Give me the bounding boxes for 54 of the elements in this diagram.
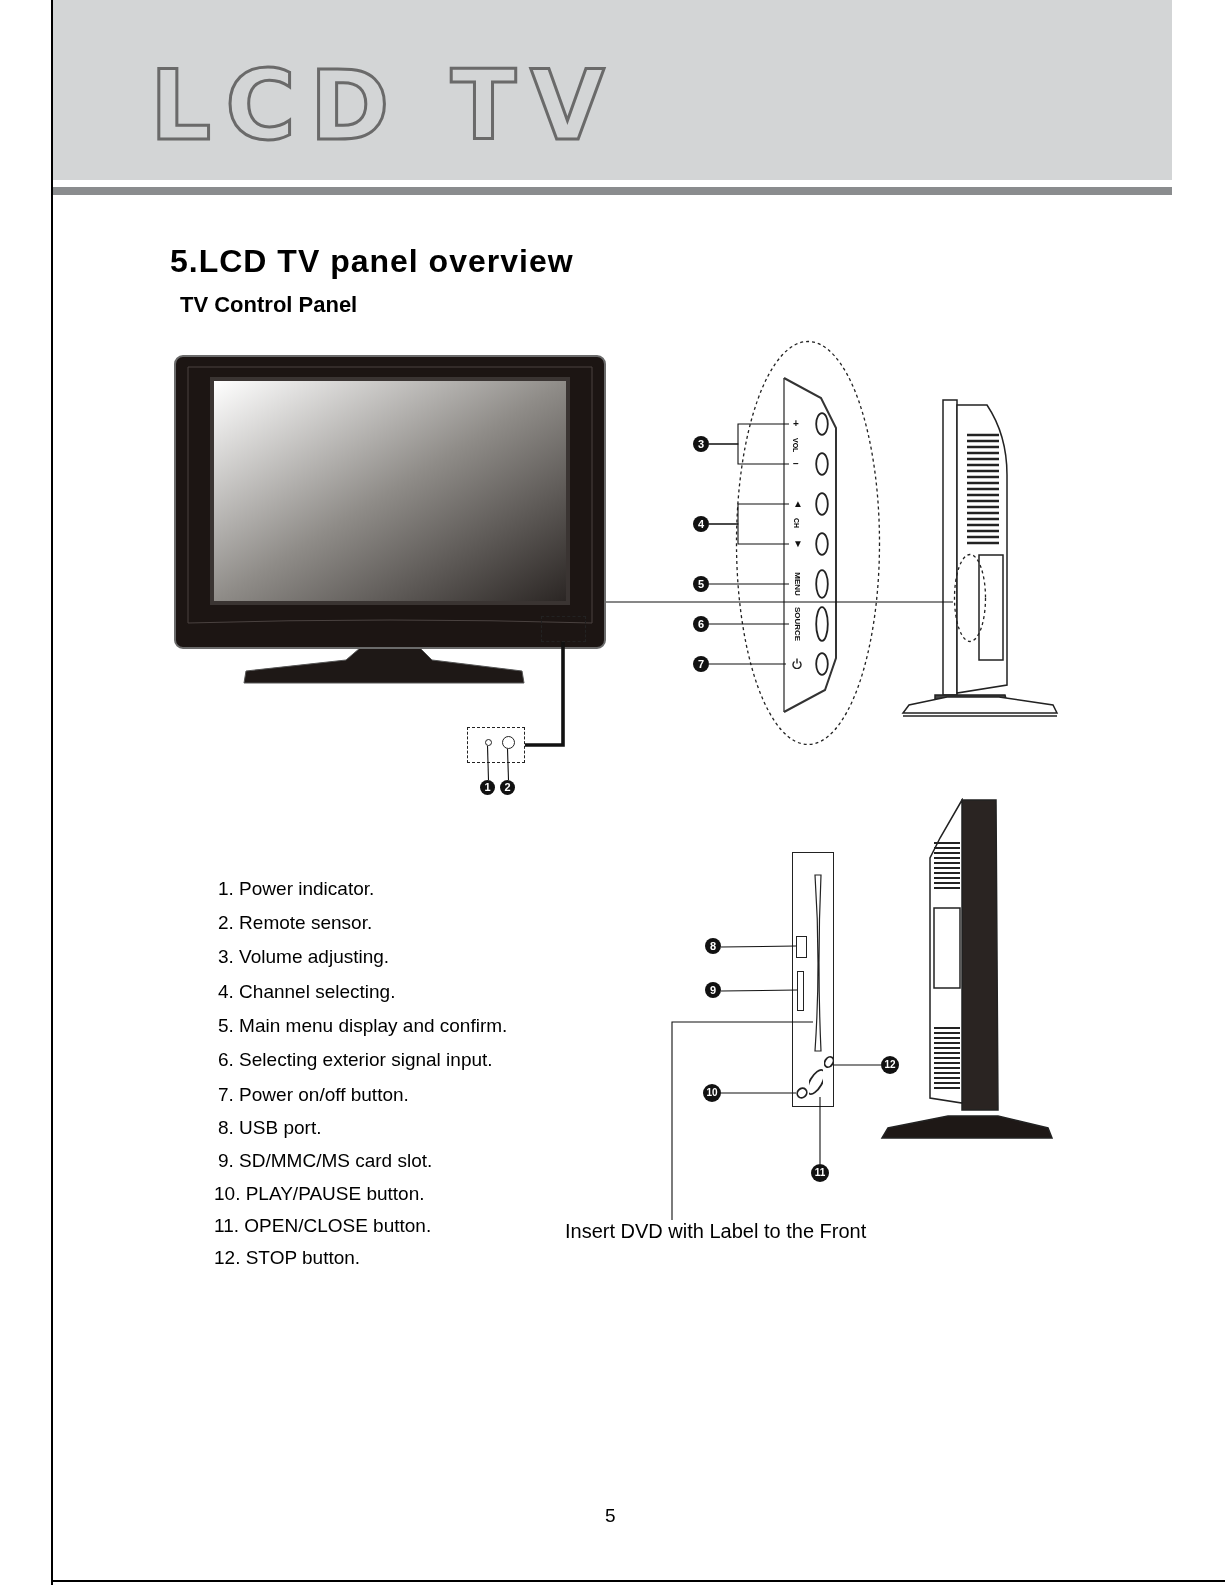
callout-number: 2 (500, 780, 515, 795)
leader-line (671, 1021, 814, 1221)
list-item: 12. STOP button. (214, 1247, 361, 1269)
callout-number: 8 (705, 938, 721, 954)
leader-line (708, 443, 790, 465)
button-marking: + (793, 419, 799, 429)
list-item: 5. Main menu display and confirm. (218, 1015, 508, 1037)
callout-number: 10 (703, 1084, 721, 1102)
list-item: 3. Volume adjusting. (218, 946, 390, 968)
callout-number: 3 (693, 436, 709, 452)
list-item: 7. Power on/off button. (218, 1084, 409, 1106)
callout-number: 4 (693, 516, 709, 532)
callout-number: 5 (693, 576, 709, 592)
leader-line (720, 945, 797, 948)
button-marking: − (793, 459, 799, 469)
usb-port (796, 936, 807, 958)
dvd-side-panel (792, 852, 834, 1107)
button-marking: ▲ (793, 499, 803, 509)
leader-line (720, 1092, 797, 1094)
list-item: 8. USB port. (218, 1117, 322, 1139)
button-marking: ▼ (793, 539, 803, 549)
leader-line (833, 1064, 882, 1066)
callout-number: 12 (881, 1056, 899, 1074)
list-item: 4. Channel selecting. (218, 981, 396, 1003)
list-item: 10. PLAY/PAUSE button. (214, 1183, 425, 1205)
leader-line (525, 642, 565, 747)
leader-line (506, 748, 510, 781)
list-item: 1. Power indicator. (218, 878, 375, 900)
page-title: 5.LCD TV panel overview (170, 243, 574, 280)
leader-line (605, 601, 954, 603)
leader-line (708, 523, 790, 545)
callout-number: 6 (693, 616, 709, 632)
callout-number: 7 (693, 656, 709, 672)
header-title: LCD TV (150, 50, 619, 162)
indicator-closeup-box (467, 727, 525, 763)
callout-number: 1 (480, 780, 495, 795)
leader-line (708, 663, 787, 665)
leader-line (708, 583, 790, 585)
section-subtitle: TV Control Panel (180, 292, 358, 318)
dashed-highlight-box (541, 616, 586, 642)
page-number: 5 (605, 1505, 616, 1527)
leader-line (819, 1096, 821, 1165)
card-slot (797, 971, 804, 1011)
list-item: 9. SD/MMC/MS card slot. (218, 1150, 433, 1172)
callout-number: 11 (811, 1164, 829, 1182)
list-item: 6. Selecting exterior signal input. (218, 1049, 493, 1071)
list-item: 11. OPEN/CLOSE button. (214, 1215, 432, 1237)
leader-line (486, 745, 490, 781)
list-item: 2. Remote sensor. (218, 912, 373, 934)
button-marking: SOURCE (793, 606, 801, 642)
leader-line (720, 989, 798, 992)
button-marking: MENU (793, 572, 801, 596)
leader-line (708, 623, 790, 625)
callout-number: 9 (705, 982, 721, 998)
